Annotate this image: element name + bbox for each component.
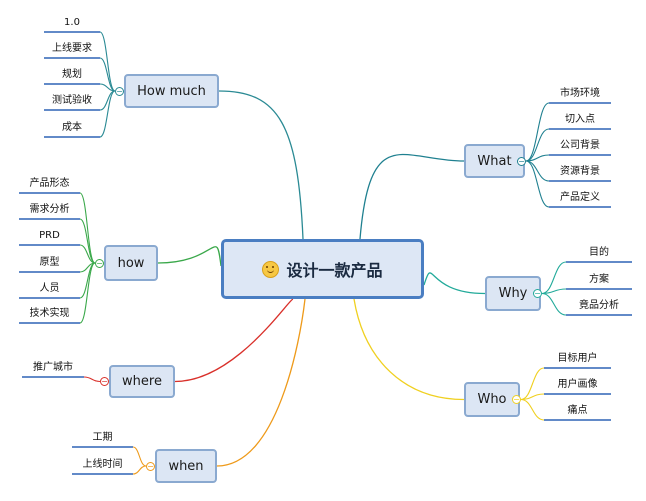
central-topic-label: 设计一款产品 — [286, 261, 383, 280]
leaf-what-3[interactable]: 资源背景 — [560, 166, 600, 177]
branch-who-collapse-toggle[interactable]: − — [512, 395, 521, 404]
branch-howmuch-collapse-toggle[interactable]: − — [115, 86, 124, 96]
leaf-who-0[interactable]: 目标用户 — [557, 353, 598, 364]
leaf-why-0[interactable]: 目的 — [589, 247, 609, 258]
leaf-connector-howmuch-4 — [99, 90, 116, 138]
leaf-who-1[interactable]: 用户画像 — [557, 379, 598, 390]
connector-when — [216, 298, 306, 467]
leaf-how-2[interactable]: PRD — [39, 230, 60, 241]
branch-when-label: when — [168, 458, 204, 474]
branch-who-label: Who — [477, 392, 507, 407]
leaf-connector-howmuch-1 — [99, 57, 116, 92]
connector-howmuch — [218, 90, 304, 240]
leaf-connector-why-0 — [541, 261, 567, 295]
leaf-connector-how-1 — [79, 218, 96, 264]
leaf-connector-what-3 — [525, 160, 550, 182]
leaf-howmuch-3[interactable]: 测试验收 — [52, 95, 92, 106]
leaf-how-0[interactable]: 产品形态 — [29, 178, 70, 189]
connector-why — [423, 272, 486, 295]
branch-why-label: Why — [498, 286, 528, 301]
leaf-when-0[interactable]: 工期 — [92, 432, 113, 443]
leaf-how-1[interactable]: 需求分析 — [29, 204, 70, 215]
leaf-why-1[interactable]: 方案 — [589, 274, 609, 285]
branch-how[interactable]: how — [104, 245, 158, 281]
leaf-connector-what-4 — [525, 160, 550, 208]
leaf-how-4[interactable]: 人员 — [39, 283, 60, 294]
leaf-connector-when-0 — [132, 446, 147, 467]
leaf-where-0[interactable]: 推广城市 — [33, 362, 73, 373]
leaf-how-5[interactable]: 技术实现 — [29, 308, 70, 319]
connector-how — [157, 246, 222, 267]
connector-where — [174, 298, 294, 383]
leaf-howmuch-0[interactable]: 1.0 — [64, 17, 80, 28]
connector-who — [353, 298, 465, 401]
branch-what-label: What — [477, 153, 512, 169]
branch-where-collapse-toggle[interactable]: − — [100, 377, 109, 386]
leaf-connector-what-1 — [525, 128, 550, 162]
central-topic[interactable]: 设计一款产品 — [221, 239, 424, 299]
branch-howmuch-label: How much — [137, 83, 206, 99]
branch-how-collapse-toggle[interactable]: − — [95, 258, 104, 268]
branch-where[interactable]: where — [109, 365, 175, 398]
leaf-who-2[interactable]: 痛点 — [567, 405, 588, 416]
leaf-connector-how-0 — [79, 192, 96, 264]
leaf-howmuch-1[interactable]: 上线要求 — [52, 43, 92, 54]
branch-when-collapse-toggle[interactable]: − — [146, 461, 155, 471]
leaf-connector-who-0 — [520, 367, 545, 401]
branch-what-collapse-toggle[interactable]: − — [517, 156, 526, 166]
connector-what — [359, 153, 465, 240]
smile-emoji-icon — [262, 260, 280, 278]
branch-what[interactable]: What — [464, 144, 525, 178]
leaf-what-4[interactable]: 产品定义 — [560, 192, 600, 203]
leaf-howmuch-4[interactable]: 成本 — [62, 122, 82, 133]
branch-where-label: where — [122, 374, 162, 389]
leaf-how-3[interactable]: 原型 — [39, 257, 60, 268]
leaf-what-1[interactable]: 切入点 — [565, 114, 595, 125]
branch-why[interactable]: Why — [485, 276, 541, 311]
leaf-connector-how-2 — [79, 244, 96, 264]
leaf-connector-when-1 — [132, 465, 147, 475]
leaf-connector-what-0 — [525, 102, 550, 162]
branch-why-collapse-toggle[interactable]: − — [533, 289, 542, 298]
leaf-connector-why-2 — [541, 292, 567, 316]
leaf-connector-where-0 — [83, 376, 101, 383]
leaf-what-2[interactable]: 公司背景 — [560, 140, 600, 151]
leaf-connector-howmuch-0 — [99, 31, 116, 92]
leaf-connector-how-5 — [79, 262, 96, 324]
leaf-connector-why-1 — [541, 288, 567, 295]
branch-when[interactable]: when — [155, 449, 217, 483]
leaf-howmuch-2[interactable]: 规划 — [62, 69, 82, 80]
leaf-when-1[interactable]: 上线时间 — [82, 459, 123, 470]
branch-how-label: how — [117, 255, 145, 271]
branch-howmuch[interactable]: How much — [124, 74, 219, 108]
leaf-connector-who-2 — [520, 398, 545, 421]
leaf-why-2[interactable]: 竟品分析 — [579, 300, 619, 311]
leaf-what-0[interactable]: 市场环境 — [560, 88, 600, 99]
